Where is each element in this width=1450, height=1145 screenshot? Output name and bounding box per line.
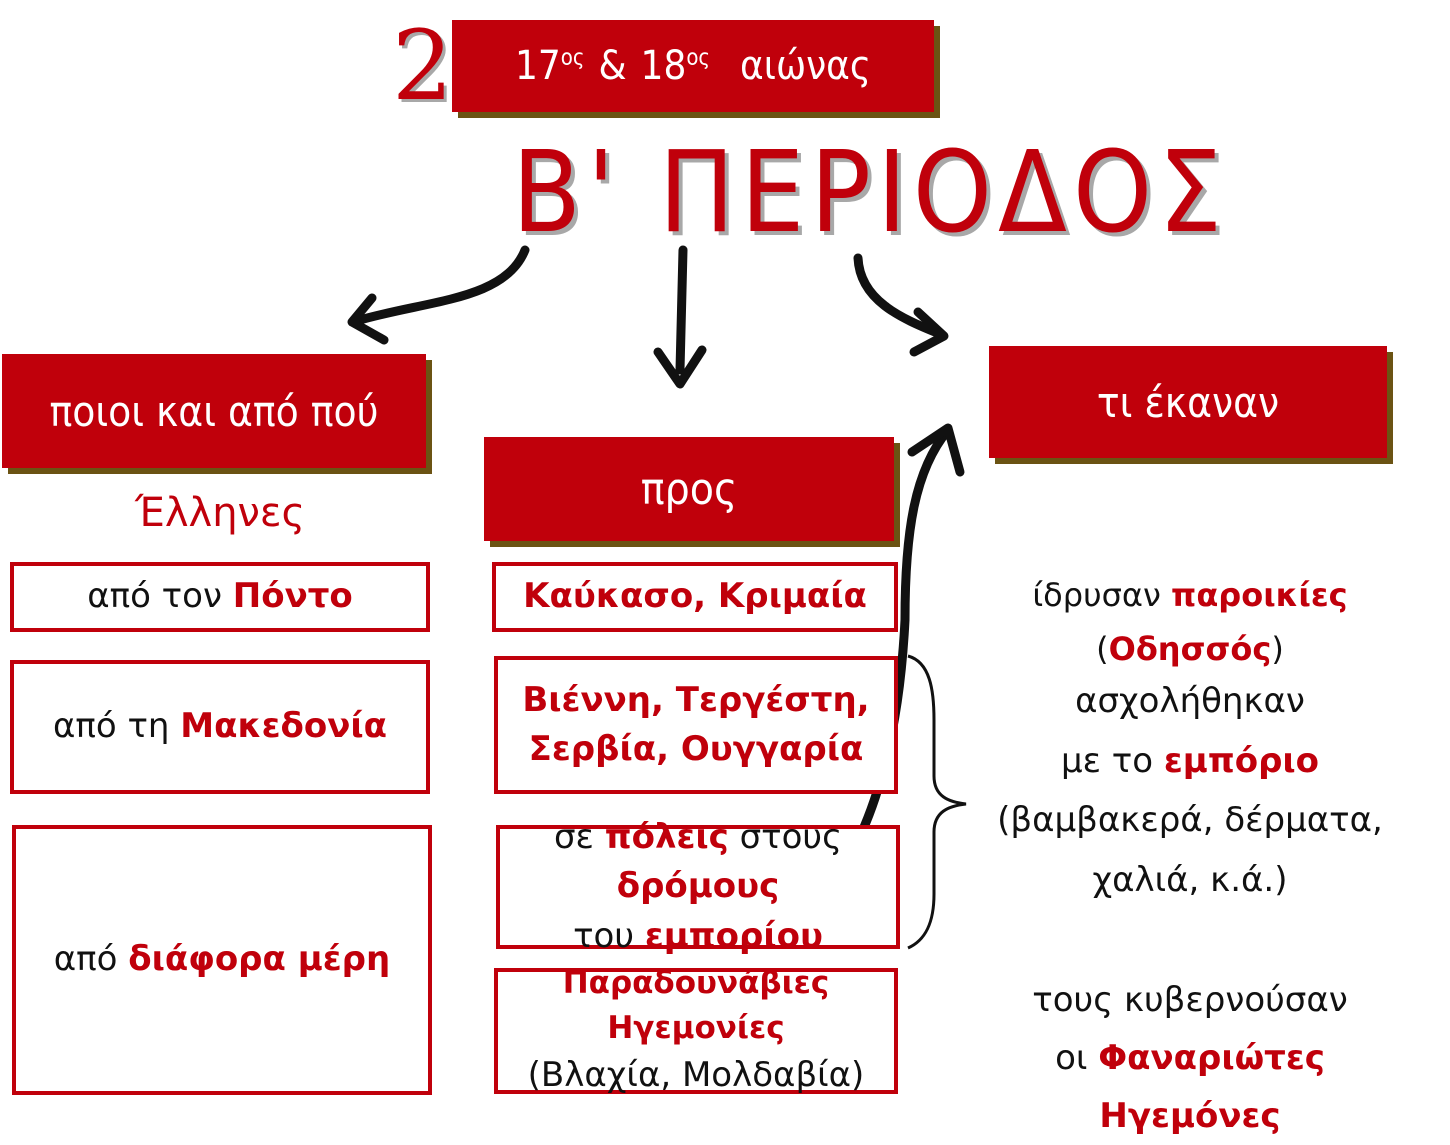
to-heading: προς — [484, 437, 894, 541]
danube-box: Παραδουνάβιες Ηγεμονίες (Βλαχία, Μολδαβί… — [494, 965, 898, 1095]
century-word: αιώνας — [740, 43, 872, 89]
arrow-right — [853, 253, 945, 339]
century-1: 17ος — [514, 43, 585, 89]
period-title: Β' ΠΕΡΙΟΔΟΣ — [512, 128, 1228, 258]
arrow-center-head — [653, 345, 707, 389]
from-macedonia-box: από τη Μακεδονία — [10, 660, 430, 794]
arrow-right-head — [909, 307, 949, 357]
founded-text: ίδρυσαν παροικίες (Οδησσός) — [1032, 576, 1348, 669]
governed-text: τους κυβερνούσαν οι Φαναριώτες Ηγεμόνες — [1032, 980, 1348, 1136]
century-2: 18ος — [640, 43, 711, 89]
trade-text: ασχολήθηκαν με το εμπόριο (βαμβακερά, δέ… — [997, 681, 1383, 900]
amp: & — [598, 43, 627, 89]
arrow-left-head — [347, 293, 389, 345]
caucasus-box: Καύκασο, Κριμαία — [492, 562, 898, 632]
section-number: 2 — [392, 10, 454, 122]
who-subheading: Έλληνες — [135, 490, 305, 536]
from-pontus-box: από τον Πόντο — [10, 562, 430, 632]
trade-cities-box: σε πόλεις στους δρόμους του εμπορίου — [496, 817, 900, 956]
arrow-center — [675, 245, 688, 375]
arrow-curve-head — [907, 423, 965, 477]
arrow-curve — [825, 425, 953, 893]
vienna-box: Βιέννη, Τεργέστη, Σερβία, Ουγγαρία — [494, 656, 898, 794]
arrow-left — [355, 245, 530, 325]
did-heading: τι έκαναν — [989, 346, 1387, 458]
century-banner: 17ος & 18ος αιώνας — [452, 20, 934, 112]
who-heading: ποιοι και από πού — [2, 354, 426, 468]
brace — [907, 654, 967, 950]
from-various-box: από διάφορα μέρη — [12, 825, 432, 1095]
